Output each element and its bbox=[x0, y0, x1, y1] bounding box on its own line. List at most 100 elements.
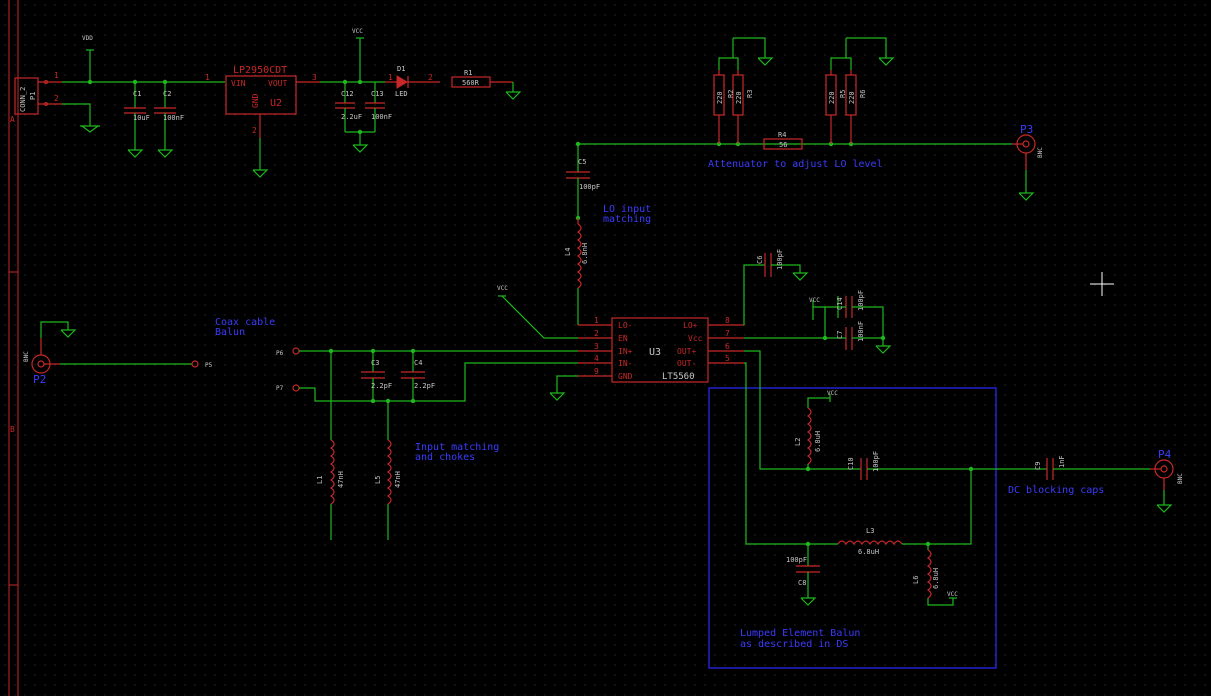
p3-ref: P3 bbox=[1020, 123, 1033, 136]
p2-type: BNC bbox=[23, 351, 30, 362]
c1-value: 10uF bbox=[133, 114, 150, 122]
input-section: P5 P2 BNC Coax cable Balun P6 P7 C3 2.2p… bbox=[23, 317, 578, 540]
p1-pin-2: 2 bbox=[54, 94, 59, 103]
p2-ref: P2 bbox=[33, 373, 46, 386]
frame-row-a: A bbox=[10, 115, 15, 124]
l3-ref: L3 bbox=[866, 527, 874, 535]
l3-inductor[interactable] bbox=[837, 540, 903, 546]
u3-pin-num-7: 7 bbox=[725, 329, 730, 338]
u2-pin-1: 1 bbox=[205, 73, 210, 82]
u3-pin-name-out-plus: OUT+ bbox=[677, 347, 696, 356]
p4-type: BNC bbox=[1177, 473, 1184, 484]
c5-value: 100pF bbox=[579, 183, 600, 191]
c7-ref: C7 bbox=[836, 331, 844, 339]
c2-value: 100nF bbox=[163, 114, 184, 122]
p1-connector[interactable] bbox=[14, 77, 39, 115]
r5-value: 220 bbox=[828, 91, 836, 104]
u3-pin-num-6: 6 bbox=[725, 342, 730, 351]
r5-ref: R5 bbox=[839, 90, 847, 98]
sheet-frame: A B bbox=[8, 0, 19, 696]
d1-pin-2: 2 bbox=[428, 73, 433, 82]
note-dc-block: DC blocking caps bbox=[1008, 485, 1104, 496]
c10-value: 100pF bbox=[872, 451, 880, 472]
p6-label: P6 bbox=[276, 350, 284, 357]
u3-pin-name-out-minus: OUT- bbox=[677, 359, 696, 368]
u3-pin-num-1: 1 bbox=[594, 316, 599, 325]
c9-value: 1nF bbox=[1058, 455, 1066, 468]
p7-label: P7 bbox=[276, 385, 284, 392]
c9-ref: C9 bbox=[1034, 462, 1042, 470]
lumped-balun-box bbox=[708, 387, 997, 669]
u2-pin-2: 2 bbox=[252, 126, 257, 135]
p1-ref: P1 bbox=[29, 92, 37, 100]
lumped-balun-section: Lumped Element Balun as described in DS … bbox=[708, 350, 1035, 669]
u3-pin-name-vcc: Vcc bbox=[688, 334, 703, 343]
c3-value: 2.2pF bbox=[371, 382, 392, 390]
note-input-match-1: Input matching bbox=[415, 442, 499, 453]
u3-left-pins: 1 2 3 4 9 LO- EN IN+ IN- GND bbox=[578, 316, 633, 381]
l5-inductor[interactable] bbox=[386, 439, 392, 505]
c7-value: 100nF bbox=[857, 321, 865, 342]
l6-inductor[interactable] bbox=[926, 549, 932, 599]
c3-ref: C3 bbox=[371, 359, 379, 367]
l1-ref: L1 bbox=[316, 476, 324, 484]
l1-inductor[interactable] bbox=[329, 439, 335, 505]
c8-ref: C8 bbox=[798, 579, 806, 587]
l3-value: 6.8uH bbox=[858, 548, 879, 556]
d1-ref: D1 bbox=[397, 65, 405, 73]
lo-input-section: C5 100pF L4 6.8nH LO input matching bbox=[564, 144, 651, 325]
u3-right-pins: 8 7 6 5 LO+ Vcc OUT+ OUT- bbox=[677, 316, 744, 368]
r4-resistor[interactable] bbox=[763, 138, 803, 150]
c4-value: 2.2pF bbox=[414, 382, 435, 390]
d1-pin-1: 1 bbox=[388, 73, 393, 82]
vdd-net-label: VDD bbox=[82, 35, 93, 42]
r4-value: 56 bbox=[779, 141, 787, 149]
l2-inductor[interactable] bbox=[806, 407, 812, 465]
p1-value: CONN_2 bbox=[19, 87, 27, 112]
vcc-net-label-u3: VCC bbox=[809, 297, 820, 304]
u2-regulator[interactable] bbox=[225, 75, 297, 115]
u3-pin-name-in-plus: IN+ bbox=[618, 347, 633, 356]
u3-ref: U3 bbox=[649, 347, 661, 358]
c13-ref: C13 bbox=[371, 90, 384, 98]
u2-gnd: GND bbox=[251, 93, 260, 108]
u3-pin-num-2: 2 bbox=[594, 329, 599, 338]
l5-value: 47nH bbox=[394, 471, 402, 488]
r2-value: 220 bbox=[716, 91, 724, 104]
note-attenuator: Attenuator to adjust LO level bbox=[708, 159, 883, 170]
vcc-net-label-l2: VCC bbox=[827, 390, 838, 397]
frame-row-b: B bbox=[10, 425, 15, 434]
crosshair-cursor-icon bbox=[1090, 272, 1114, 296]
l2-value: 6.8uH bbox=[814, 431, 822, 452]
vcc-net-label-top: VCC bbox=[352, 28, 363, 35]
note-lo-match-1: LO input bbox=[603, 204, 651, 215]
note-lumped-2: as described in DS bbox=[740, 639, 848, 650]
p4-ref: P4 bbox=[1158, 448, 1172, 461]
u2-name: LP2950CDT bbox=[233, 65, 287, 76]
u3-mixer-section: U3 LT5560 1 2 3 4 9 LO- EN IN+ IN- GND 8… bbox=[497, 249, 892, 401]
r6-value: 220 bbox=[848, 91, 856, 104]
l2-ref: L2 bbox=[794, 438, 802, 446]
l6-ref: L6 bbox=[912, 576, 920, 584]
l4-ref: L4 bbox=[564, 248, 572, 256]
r4-ref: R4 bbox=[778, 131, 786, 139]
d1-value: LED bbox=[395, 90, 408, 98]
l1-value: 47nH bbox=[337, 471, 345, 488]
p3-type: BNC bbox=[1037, 147, 1044, 158]
u3-pin-num-5: 5 bbox=[725, 354, 730, 363]
c6-value: 100pF bbox=[776, 249, 784, 270]
u3-mixer[interactable] bbox=[611, 317, 709, 383]
power-section: CONN_2 P1 1 2 VDD C1 10uF C2 100nF bbox=[14, 28, 522, 178]
c2-ref: C2 bbox=[163, 90, 171, 98]
c12-ref: C12 bbox=[341, 90, 354, 98]
u3-pin-name-lo-minus: LO- bbox=[618, 321, 632, 330]
u3-pin-name-gnd: GND bbox=[618, 372, 633, 381]
c13-value: 100nF bbox=[371, 113, 392, 121]
u3-pin-num-9: 9 bbox=[594, 367, 599, 376]
c4-ref: C4 bbox=[414, 359, 422, 367]
u3-pin-num-8: 8 bbox=[725, 316, 730, 325]
c6-ref: C6 bbox=[756, 256, 764, 264]
attenuator-section: 220 R2 220 R3 R4 56 220 R5 220 R6 P3 BNC… bbox=[575, 37, 1044, 201]
l4-inductor[interactable] bbox=[576, 223, 582, 289]
